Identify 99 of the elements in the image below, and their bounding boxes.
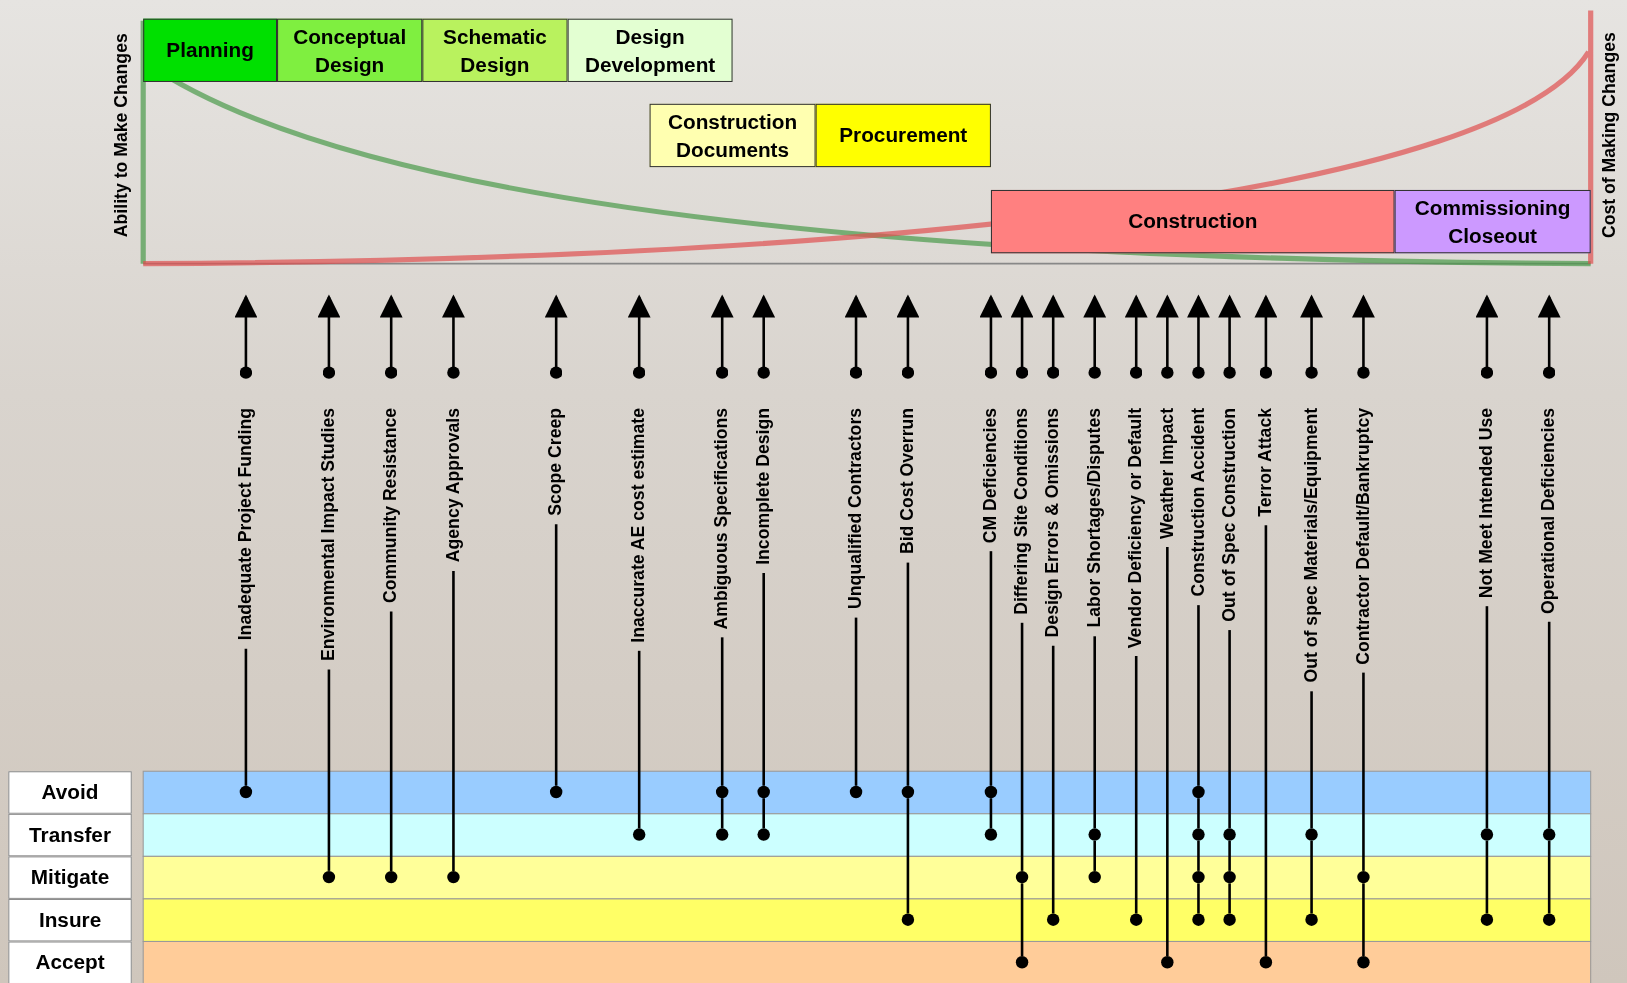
category-label: Avoid [8, 771, 132, 814]
connector-line [762, 798, 765, 829]
arrow [1010, 294, 1034, 379]
risk-label: Vendor Deficiency or Default [1125, 407, 1147, 649]
risk-label: Bid Cost Overrun [897, 407, 919, 555]
connector-line [1197, 605, 1200, 786]
risk-label: Scope Creep [545, 407, 567, 516]
risk-label: Design Errors & Omissions [1042, 407, 1064, 638]
phase-box: Conceptual Design [277, 18, 423, 82]
connector-line [1228, 883, 1231, 914]
connector-line [1197, 798, 1200, 829]
arrow [1300, 294, 1323, 379]
connector-line [1264, 525, 1268, 956]
connector-line [554, 524, 558, 786]
arrow [979, 294, 1003, 379]
connector-line [1362, 883, 1365, 956]
connector-line [1547, 621, 1551, 829]
connector-line [1310, 840, 1313, 914]
arrow [752, 294, 776, 379]
risk-label: CM Deficiencies [980, 407, 1002, 544]
category-label: Accept [8, 941, 132, 983]
connector-line [1197, 840, 1200, 871]
connector-line [1310, 691, 1313, 829]
phase-box: Construction [990, 189, 1395, 254]
connector-line [1197, 883, 1200, 914]
risk-label: Incomplete Design [753, 407, 775, 565]
risk-label: Operational Deficiencies [1538, 407, 1560, 614]
risk-label: Community Resistance [380, 407, 402, 604]
category-label: Mitigate [8, 856, 132, 899]
connector-line [762, 573, 765, 786]
arrow [844, 294, 868, 379]
connector-line [1485, 840, 1489, 914]
arrow [1187, 294, 1210, 379]
connector-line [327, 669, 331, 871]
connector-line [1228, 630, 1231, 829]
connector-line [1485, 606, 1489, 829]
connector-line [906, 562, 910, 786]
risk-label: Labor Shortages/Disputes [1084, 407, 1106, 628]
category-label: Insure [8, 898, 132, 942]
arrow [442, 294, 465, 379]
connector-line [1093, 636, 1096, 829]
arrow [896, 294, 920, 379]
connector-line [1020, 622, 1024, 871]
phase-box: Commissioning Closeout [1394, 189, 1591, 254]
risk-label: Unqualified Contractors [845, 407, 867, 609]
connector-line [244, 648, 248, 786]
risk-label: Ambiguous Specifications [711, 407, 733, 630]
connector-line [1051, 645, 1055, 914]
connector-line [720, 798, 724, 829]
phase-box: Schematic Design [422, 18, 568, 82]
risk-label: Out of Spec Construction [1219, 407, 1240, 622]
risk-label: Terror Attack [1255, 407, 1277, 517]
dot [1192, 913, 1205, 926]
connector-line [1093, 840, 1096, 871]
risk-label: Contractor Default/Bankruptcy [1353, 407, 1374, 665]
connector-line [1547, 840, 1551, 914]
arrow [317, 294, 341, 379]
connector-line [389, 611, 393, 871]
connector-line [854, 617, 858, 786]
connector-line [1166, 547, 1169, 956]
arrow [1352, 294, 1375, 379]
risk-label: Inadequate Project Funding [235, 407, 257, 641]
risk-label: Not Meet Intended Use [1476, 407, 1498, 599]
phase-box: Planning [143, 18, 278, 82]
arrow [1041, 294, 1065, 379]
arrow [1155, 294, 1179, 379]
arrow [379, 294, 403, 379]
arrow [710, 294, 734, 379]
arrow [1083, 294, 1107, 379]
arrow [1254, 294, 1278, 379]
phase-box: Procurement [815, 103, 991, 168]
risk-label: Differing Site Conditions [1011, 407, 1033, 615]
arrow [1537, 294, 1561, 379]
connector-line [989, 798, 993, 829]
arrow [1475, 294, 1499, 379]
arrow [234, 294, 258, 379]
arrow [1124, 294, 1148, 379]
connector-line [720, 637, 724, 786]
arrow [1218, 294, 1241, 379]
axis-title: Ability to Make Changes [111, 33, 132, 238]
risk-label: Weather Impact [1156, 407, 1178, 539]
axis-title: Cost of Making Changes [1599, 32, 1620, 239]
risk-label: Environmental Impact Studies [318, 407, 340, 661]
phase-box: Construction Documents [649, 103, 816, 168]
risk-label: Agency Approvals [443, 407, 464, 563]
risk-label: Inaccurate AE cost estimate [628, 407, 650, 643]
arrow [544, 294, 568, 379]
connector-line [906, 798, 910, 914]
connector-line [1362, 672, 1365, 871]
connector-line [1228, 840, 1231, 871]
category-label: Transfer [8, 813, 132, 857]
arrow [627, 294, 651, 379]
connector-line [637, 650, 641, 829]
connector-line [1134, 656, 1138, 914]
connector-line [989, 551, 993, 786]
risk-label: Construction Accident [1188, 407, 1209, 597]
risk-label: Out of spec Materials/Equipment [1301, 407, 1322, 683]
phase-box: Design Development [567, 18, 733, 82]
connector-line [452, 570, 455, 871]
